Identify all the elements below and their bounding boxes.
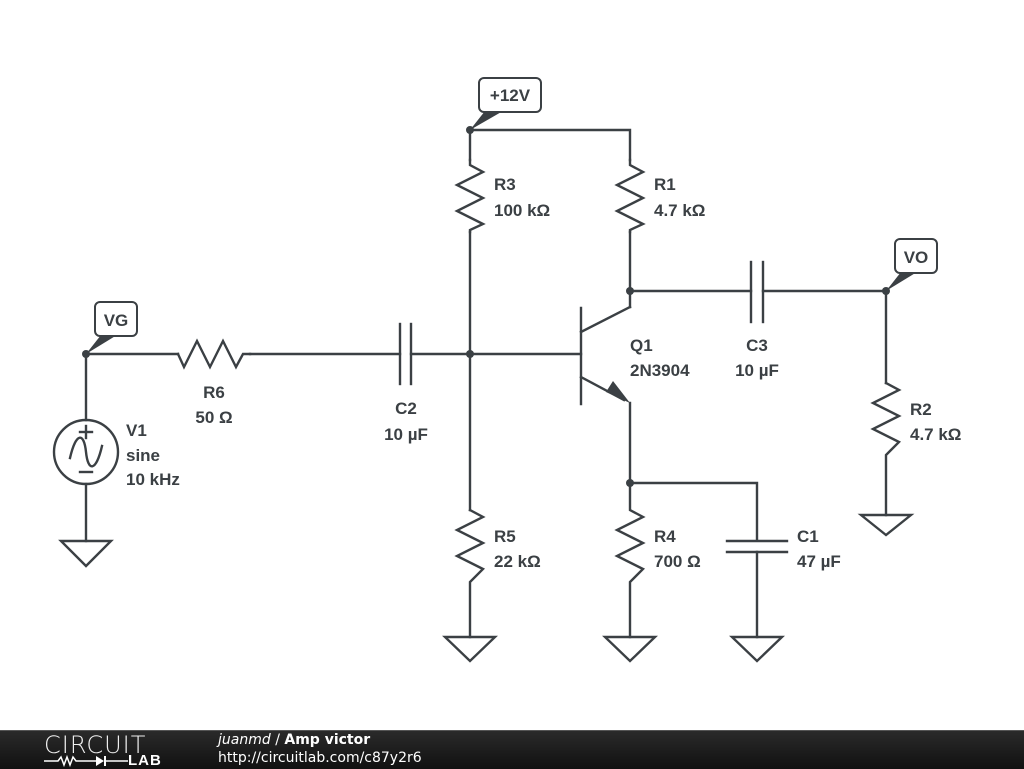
net-label-vo[interactable]: VO xyxy=(886,238,938,291)
v1-type: sine xyxy=(126,446,160,465)
author-link[interactable]: juanmd xyxy=(218,732,271,748)
q1-name: Q1 xyxy=(630,336,653,355)
q1-value: 2N3904 xyxy=(630,361,690,380)
r6-name: R6 xyxy=(203,383,225,402)
footer-bar: CIRCUIT LAB juanmd / Amp victor http://c… xyxy=(0,730,1024,769)
capacitor-c1[interactable]: C1 47 µF xyxy=(725,527,841,639)
resistor-r6[interactable]: R6 50 Ω xyxy=(84,338,252,427)
ground-icon xyxy=(602,635,658,663)
ground-icon xyxy=(857,513,915,537)
circuit-title: juanmd / Amp victor xyxy=(218,732,370,748)
resistor-r1[interactable]: R1 4.7 kΩ xyxy=(614,158,705,234)
r1-name: R1 xyxy=(654,175,676,194)
capacitor-c2[interactable]: C2 10 µF xyxy=(248,322,472,444)
c1-name: C1 xyxy=(797,527,819,546)
r6-value: 50 Ω xyxy=(195,408,232,427)
net-label-vcc[interactable]: +12V xyxy=(470,77,542,130)
resistor-r3[interactable]: R3 100 kΩ xyxy=(454,158,550,234)
resistor-diode-icon xyxy=(44,754,128,768)
v1-value: 10 kHz xyxy=(126,470,180,489)
voltage-source-v1[interactable]: V1 sine 10 kHz xyxy=(52,352,180,543)
emitter-bypass-wire xyxy=(628,481,759,542)
capacitor-c3[interactable]: C3 10 µF xyxy=(628,260,888,380)
r5-value: 22 kΩ xyxy=(494,552,541,571)
r3-name: R3 xyxy=(494,175,516,194)
transistor-q1[interactable]: Q1 2N3904 xyxy=(468,305,690,485)
circuit-url-link[interactable]: http://circuitlab.com/c87y2r6 xyxy=(218,750,422,766)
ground-icon xyxy=(729,635,785,663)
r2-value: 4.7 kΩ xyxy=(910,425,961,444)
title-separator: / xyxy=(270,732,285,748)
net-label-vg[interactable]: VG xyxy=(86,301,138,354)
r4-name: R4 xyxy=(654,527,676,546)
project-name: Amp victor xyxy=(284,732,371,748)
vcc-rail-wire xyxy=(468,128,632,162)
r2-name: R2 xyxy=(910,400,932,419)
sine-wave-icon xyxy=(68,436,104,468)
ground-icon xyxy=(58,539,114,568)
v1-name: V1 xyxy=(126,421,147,440)
c3-name: C3 xyxy=(746,336,768,355)
r4-value: 700 Ω xyxy=(654,552,701,571)
logo-lab-text: LAB xyxy=(128,752,162,769)
junction-dot xyxy=(466,126,474,134)
net-label-vg-text: VG xyxy=(104,311,129,330)
circuitlab-logo[interactable]: CIRCUIT LAB xyxy=(44,731,176,769)
r1-value: 4.7 kΩ xyxy=(654,201,705,220)
c1-value: 47 µF xyxy=(797,552,841,571)
resistor-r4[interactable]: R4 700 Ω xyxy=(614,481,701,639)
net-label-vcc-text: +12V xyxy=(490,86,531,105)
ground-icon xyxy=(442,635,498,663)
logo-text: CIRCUIT xyxy=(44,731,147,759)
c2-value: 10 µF xyxy=(384,425,428,444)
r3-value: 100 kΩ xyxy=(494,201,550,220)
resistor-r5[interactable]: R5 22 kΩ xyxy=(454,508,541,639)
net-label-vo-text: VO xyxy=(904,248,929,267)
c2-name: C2 xyxy=(395,399,417,418)
resistor-r2[interactable]: R2 4.7 kΩ xyxy=(870,289,961,517)
r5-name: R5 xyxy=(494,527,516,546)
c3-value: 10 µF xyxy=(735,361,779,380)
circuit-schematic: +12V R3 100 kΩ R1 4.7 kΩ C3 10 µF VO R2 … xyxy=(52,77,961,663)
